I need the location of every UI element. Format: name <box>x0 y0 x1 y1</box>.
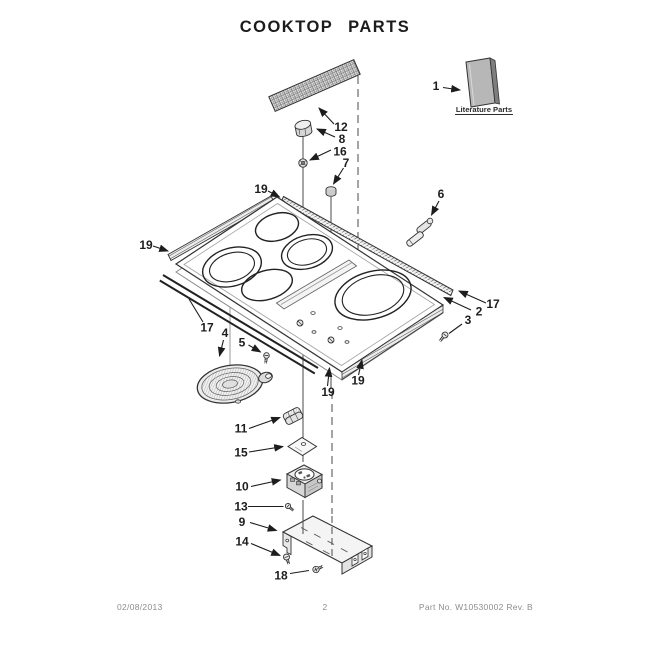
callout-3: 3 <box>465 313 472 327</box>
trim-rail-front-left <box>159 274 319 375</box>
callout-18: 18 <box>274 569 288 583</box>
callout-14: 14 <box>235 535 249 549</box>
callout-9: 9 <box>239 515 246 529</box>
footer-part-number: Part No. W10530002 Rev. B <box>418 602 533 612</box>
callout-19-bottom: 19 <box>321 385 335 399</box>
callout-19-left: 19 <box>139 238 153 252</box>
assembly-lines-over-bracket <box>302 500 333 556</box>
trim-front-right-rail <box>341 304 444 381</box>
callout-17-right: 17 <box>486 297 500 311</box>
callout-1: 1 <box>433 79 440 93</box>
leader-1 <box>442 84 462 93</box>
support-bracket-part <box>281 515 374 575</box>
callout-10: 10 <box>235 480 249 494</box>
nut-part <box>325 186 337 197</box>
callout-2: 2 <box>476 305 483 319</box>
callout-leaders <box>152 107 487 575</box>
lock-washer-part <box>298 158 308 168</box>
bracket-slots <box>300 527 348 555</box>
callout-13: 13 <box>234 500 248 514</box>
callout-6: 6 <box>438 187 445 201</box>
page-title: COOKTOP PARTS <box>239 18 411 36</box>
burner-rings <box>201 211 412 321</box>
callout-15: 15 <box>234 446 248 460</box>
callout-8: 8 <box>339 132 346 146</box>
callout-16: 16 <box>333 145 347 159</box>
heating-element-part <box>196 364 273 404</box>
bracket-screw2-part <box>312 565 324 574</box>
callout-19-front: 19 <box>351 374 365 388</box>
screw-right-part <box>438 331 449 342</box>
terminal-block-part <box>282 407 304 425</box>
cooktop-glass-assembly <box>174 196 445 381</box>
callout-17-left: 17 <box>200 321 214 335</box>
glass-mounting-holes <box>296 311 350 344</box>
footer-date: 02/08/2013 <box>117 602 163 612</box>
bracket-screw-part <box>283 553 290 565</box>
element-screw-part <box>263 352 270 364</box>
callout-11: 11 <box>235 422 248 436</box>
footer-page-number: 2 <box>322 602 328 612</box>
literature-booklet-part <box>455 57 513 115</box>
mounting-clip-part <box>406 217 434 247</box>
literature-parts-label: Literature Parts <box>456 105 512 114</box>
callout-4: 4 <box>222 326 229 340</box>
callout-12: 12 <box>334 120 348 134</box>
receptacle-screw-part <box>284 502 295 512</box>
callout-19-top: 19 <box>254 182 268 196</box>
insulator-plate-part <box>287 436 318 457</box>
vent-grille-part <box>268 59 361 112</box>
callout-5: 5 <box>239 336 246 350</box>
spacer-part <box>294 119 313 138</box>
receptacle-part <box>285 464 324 499</box>
callout-7: 7 <box>343 156 350 170</box>
